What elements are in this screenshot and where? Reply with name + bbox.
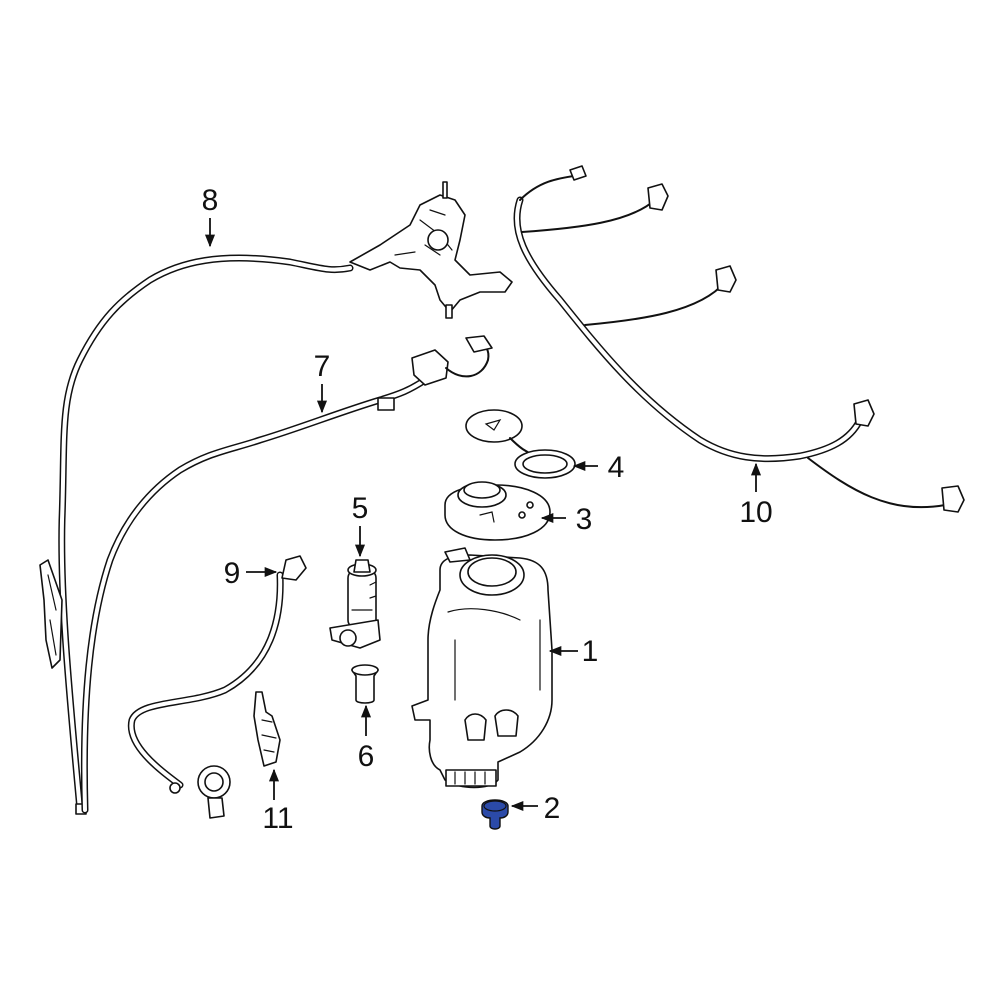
part-10-wiring-harness [513,165,965,513]
callout-7: 7 [314,350,331,383]
callout-11: 11 [262,802,293,835]
callout-5: 5 [352,492,369,525]
part-8-washer-hose-assembly [39,181,513,815]
part-2-pump-grommet [481,799,509,830]
callout-1: 1 [582,635,599,668]
part-6-pump-seal [351,664,379,704]
callout-6: 6 [358,740,375,773]
part-1-washer-reservoir [411,547,553,789]
part-9-washer-line [127,555,307,819]
part-4-reservoir-cap [465,409,576,479]
callout-leaders [204,218,762,812]
part-5-washer-pump [329,559,381,649]
callout-4: 4 [608,451,625,484]
part-11-washer-nozzle [253,691,281,767]
callout-2: 2 [544,792,561,825]
callout-8: 8 [202,184,219,217]
callout-3: 3 [576,503,593,536]
callout-10: 10 [739,496,772,529]
part-7-washer-hose [80,335,493,814]
part-3-filler-neck [444,481,551,541]
callout-9: 9 [224,557,241,590]
